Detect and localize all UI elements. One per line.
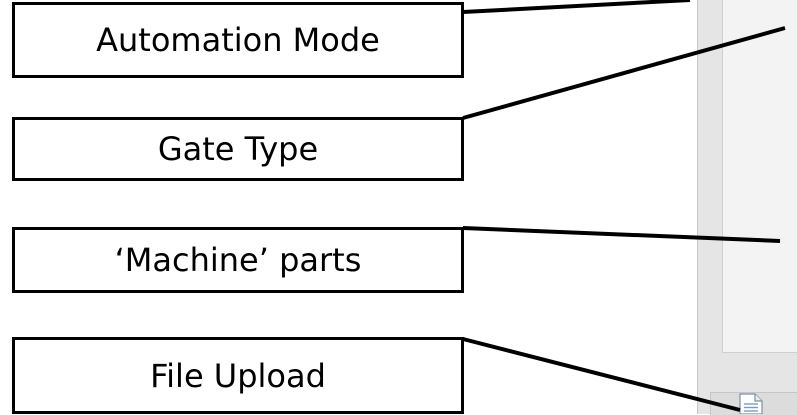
leader-line-machine-parts: [462, 226, 781, 243]
callout-label: ‘Machine’ parts: [114, 241, 362, 279]
leader-line-gate-type: [462, 26, 786, 120]
callout-machine-parts: ‘Machine’ parts: [12, 227, 464, 293]
leader-line-file-upload: [462, 337, 741, 412]
callout-label: Gate Type: [157, 130, 319, 168]
callout-label: File Upload: [150, 356, 326, 395]
options-panel: [722, 0, 797, 353]
callout-label: Automation Mode: [96, 21, 380, 59]
document-icon[interactable]: [737, 392, 765, 414]
callout-file-upload: File Upload: [12, 337, 464, 414]
callout-automation-mode: Automation Mode: [12, 2, 464, 78]
leader-line-automation-mode: [462, 0, 691, 14]
callout-gate-type: Gate Type: [12, 117, 464, 181]
